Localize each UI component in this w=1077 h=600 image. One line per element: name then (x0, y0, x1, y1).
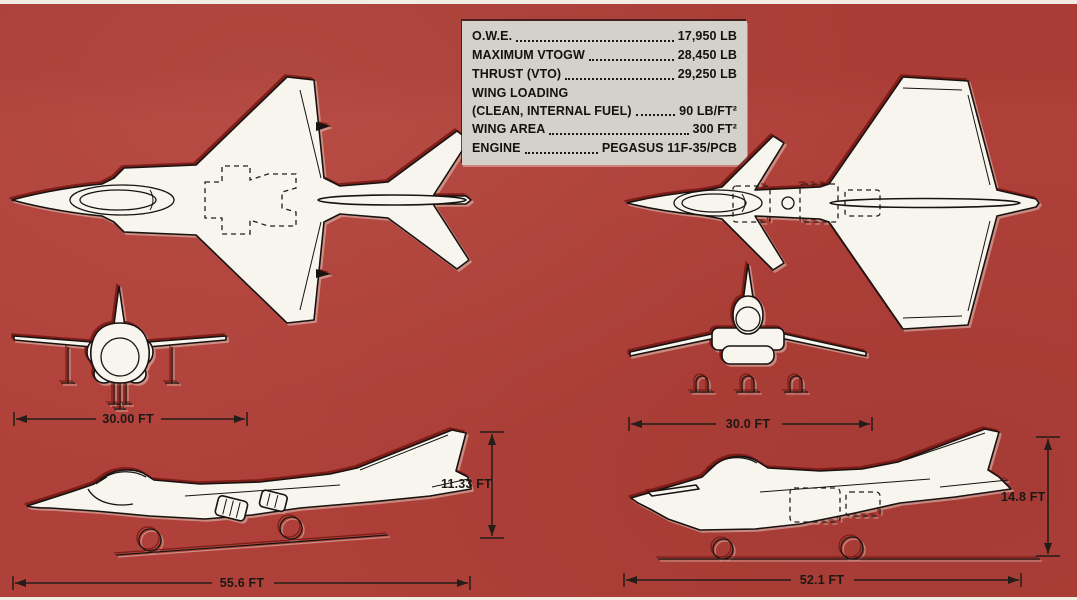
top-border-strip (0, 0, 1077, 4)
dot-leader (524, 152, 598, 154)
right-front-landing-gear (690, 375, 808, 393)
spec-value: 300 FT² (692, 122, 737, 136)
spec-row-owe: O.W.E. 17,950 LB (472, 27, 737, 46)
dot-leader (565, 78, 674, 80)
left-height-label: 11.33 FT (441, 477, 492, 491)
spec-label: O.W.E. (472, 29, 513, 43)
left-length-label: 55.6 FT (219, 576, 265, 590)
spec-sublabel: (CLEAN, INTERNAL FUEL) (472, 104, 632, 118)
spec-row-vtogw: MAXIMUM VTOGW 28,450 LB (472, 46, 737, 65)
right-aircraft-side-view (630, 428, 1040, 560)
spec-row-engine: ENGINE PEGASUS 11F-35/PCB (472, 139, 737, 158)
spec-label: WING AREA (472, 122, 546, 136)
spec-panel: O.W.E. 17,950 LB MAXIMUM VTOGW 28,450 LB… (462, 21, 747, 165)
spec-label: WING LOADING (472, 86, 569, 100)
spec-value: 17,950 LB (677, 29, 737, 43)
bottom-border-strip (0, 597, 1077, 600)
dot-leader (549, 133, 689, 135)
spec-value: 90 LB/FT² (679, 104, 737, 118)
spec-row-thrust: THRUST (VTO) 29,250 LB (472, 65, 737, 84)
dot-leader (635, 114, 676, 116)
spec-label: THRUST (VTO) (472, 67, 562, 81)
right-wingspan-label: 30.0 FT (725, 417, 771, 431)
left-aircraft-front-view (13, 285, 227, 410)
spec-row-wing-loading: WING LOADING (CLEAN, INTERNAL FUEL) 90 L… (472, 84, 737, 120)
right-height-label: 14.8 FT (1001, 490, 1046, 504)
right-aircraft-front-view (629, 263, 867, 393)
left-aircraft-top-view (11, 76, 472, 324)
left-front-landing-gear (61, 347, 179, 410)
spec-value: 28,450 LB (677, 48, 737, 62)
spec-row-wing-area: WING AREA 300 FT² (472, 120, 737, 139)
left-wingspan-label: 30.00 FT (102, 412, 154, 426)
dot-leader (588, 59, 674, 61)
spec-label: ENGINE (472, 141, 521, 155)
spec-value: 29,250 LB (677, 67, 737, 81)
dot-leader (516, 40, 674, 42)
spec-label: MAXIMUM VTOGW (472, 48, 585, 62)
spec-value: PEGASUS 11F-35/PCB (601, 141, 737, 155)
right-length-label: 52.1 FT (799, 573, 845, 587)
left-aircraft-side-view (26, 429, 472, 556)
